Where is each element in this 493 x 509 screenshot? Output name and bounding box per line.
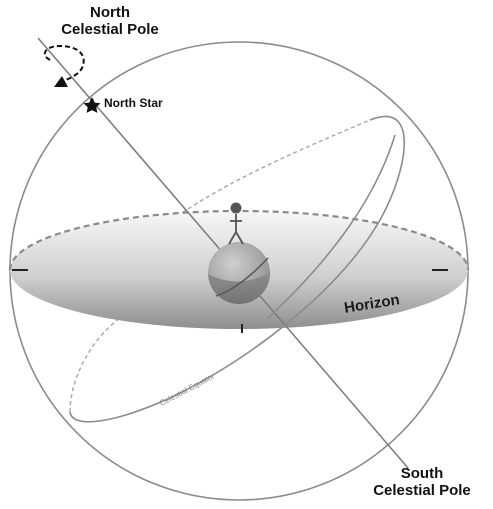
celestial-sphere-outline [9,41,469,501]
rotation-arrow-icon [43,44,85,87]
south-pole-label-line2: Celestial Pole [373,482,471,499]
star-icon [83,97,101,113]
celestial-equator-back-lower [69,317,121,413]
celestial-equator-back [137,119,371,248]
north-pole-label-line2: Celestial Pole [61,21,159,38]
horizon-back-edge [8,209,470,271]
north-star-label: North Star [104,96,163,110]
celestial-equator-front-b [267,134,396,319]
stick-figure-icon [228,202,244,245]
south-pole-label-line1: South [400,465,444,482]
earth-globe-icon [208,242,271,305]
celestial-equator-front [69,115,406,423]
north-pole-label-line1: North [90,4,130,21]
